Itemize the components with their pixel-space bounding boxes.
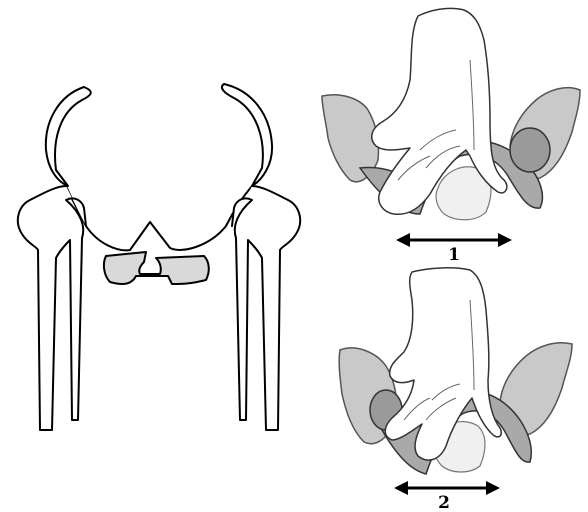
- pelvis-outline-drawing: [18, 84, 300, 430]
- left-femur: [18, 186, 86, 430]
- measure-label-2: 2: [438, 493, 450, 512]
- hand-on-pelvis-top: 1: [322, 8, 580, 265]
- bottom-hand: [385, 268, 501, 460]
- sacrum-block: [104, 252, 209, 284]
- measure-label-1: 1: [448, 245, 460, 265]
- right-iliac-crest: [222, 84, 272, 186]
- left-iliac-crest: [46, 87, 91, 186]
- top-femoral-head-right: [510, 128, 550, 172]
- right-femur: [232, 186, 300, 430]
- hand-on-pelvis-bottom: 2: [339, 268, 572, 512]
- pelvic-arc: [66, 186, 252, 250]
